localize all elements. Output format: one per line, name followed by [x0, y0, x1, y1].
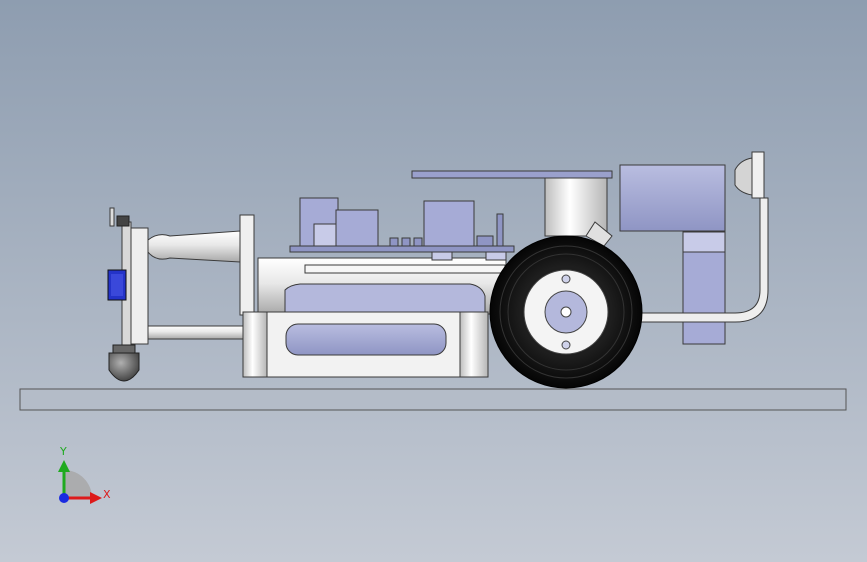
x-axis-label: X [103, 488, 111, 501]
chassis-body[interactable] [257, 257, 507, 315]
rear-sensor-box[interactable] [619, 164, 726, 345]
blue-sensor[interactable] [107, 269, 127, 301]
z-axis-point [59, 493, 69, 503]
triad-arc-icon [64, 470, 92, 498]
x-axis-arrowhead [90, 492, 102, 504]
y-axis-arrowhead [58, 460, 70, 472]
tapered-support-tube[interactable] [147, 230, 241, 263]
control-board[interactable] [289, 197, 515, 261]
rear-handle-tube[interactable] [639, 151, 769, 323]
y-axis-label: Y [59, 445, 67, 458]
caster-wheel[interactable] [108, 344, 140, 382]
battery-box[interactable] [242, 311, 489, 378]
lower-rod[interactable] [147, 325, 249, 340]
motor-housing[interactable] [544, 177, 613, 247]
ground-plate[interactable] [19, 388, 847, 411]
drive-wheel[interactable] [489, 235, 643, 389]
top-deck-plate[interactable] [411, 170, 613, 179]
coordinate-triad: Y X [58, 445, 111, 504]
mount-plate[interactable] [239, 214, 255, 316]
